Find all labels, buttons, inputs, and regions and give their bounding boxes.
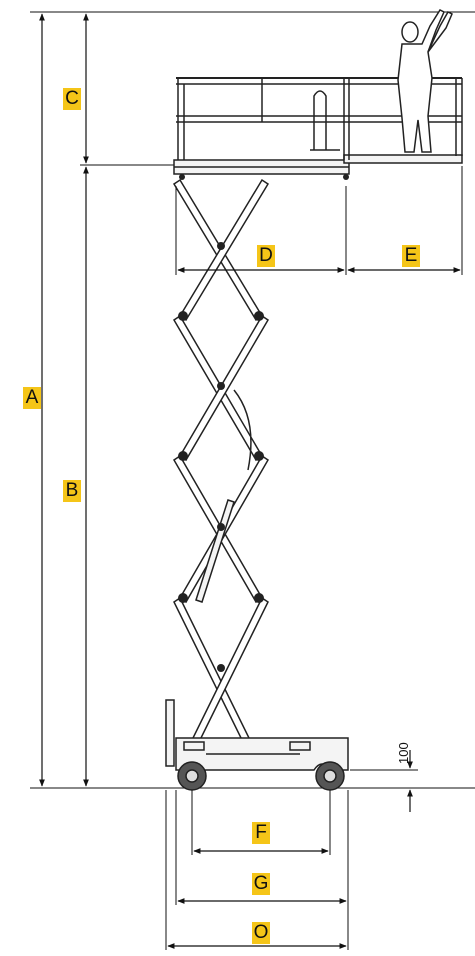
label-e: E <box>402 245 420 267</box>
scissor-arms <box>172 178 270 746</box>
label-f: F <box>252 822 270 844</box>
label-g: G <box>252 873 270 895</box>
label-b: B <box>63 480 81 502</box>
extension-lines <box>165 166 463 950</box>
label-c: C <box>63 88 81 110</box>
front-wheel <box>177 761 207 791</box>
scissor-pivots <box>178 174 349 672</box>
person-figure <box>397 9 453 153</box>
clearance-value: 100 <box>396 742 411 764</box>
label-a: A <box>23 387 41 409</box>
label-d: D <box>257 245 275 267</box>
rear-wheel <box>315 761 345 791</box>
label-o: O <box>252 922 270 944</box>
chassis <box>165 699 349 771</box>
